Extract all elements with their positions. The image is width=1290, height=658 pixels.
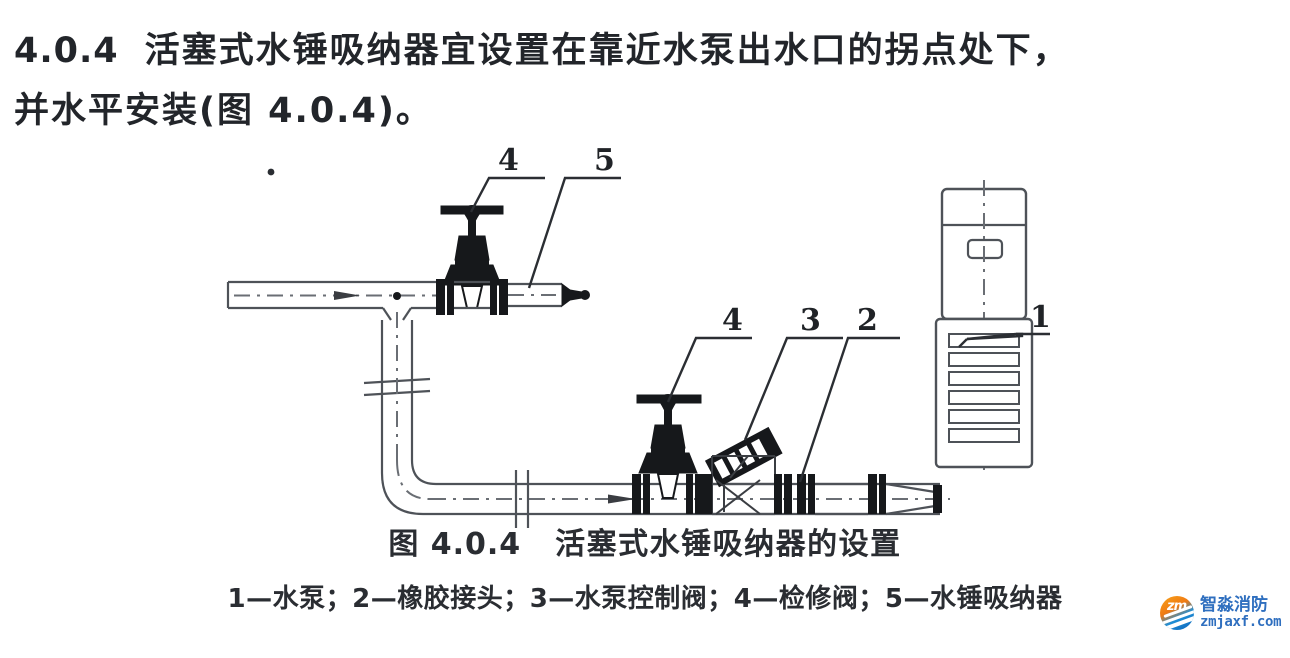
brand-logo-icon: zm <box>1160 596 1194 630</box>
clause-number: 4.0.4 <box>14 31 119 71</box>
pump-unit <box>934 180 1034 470</box>
rubber-joint <box>797 474 886 516</box>
flow-arrow-upper <box>334 291 360 300</box>
clause-line-1: 4.0.4 活塞式水锤吸纳器宜设置在靠近水泵出水口的拐点处下， <box>14 22 1070 73</box>
scan-speck <box>267 168 275 176</box>
upper-pipe-run <box>226 280 440 310</box>
callout-label-4-upper: 4 <box>498 143 519 178</box>
figure-caption: 图 4.0.4 活塞式水锤吸纳器的设置 <box>0 519 1290 563</box>
vertical-drop-pipe <box>363 292 437 516</box>
brand-logo-text: zm <box>1167 599 1187 614</box>
watermark: zm 智淼消防 zmjaxf.com <box>1160 595 1282 630</box>
callout-label-1: 1 <box>1030 300 1051 335</box>
callout-group: 4 5 4 3 2 1 <box>469 143 1051 483</box>
lower-gate-valve <box>632 394 704 514</box>
clause-line-2: 并水平安装(图 4.0.4)。 <box>14 91 433 131</box>
clause-line-1-text: 活塞式水锤吸纳器宜设置在靠近水泵出水口的拐点处下， <box>144 31 1070 71</box>
water-hammer-arrestor <box>508 282 590 308</box>
watermark-text: 智淼消防 zmjaxf.com <box>1200 595 1282 630</box>
figure-drawing: 4 5 4 3 2 1 <box>0 140 1290 540</box>
callout-label-4-lower: 4 <box>722 303 743 338</box>
callout-label-2: 2 <box>857 303 878 338</box>
figure-caption-number: 图 4.0.4 <box>388 527 522 562</box>
flow-arrow-lower <box>608 494 636 504</box>
figure-caption-title: 活塞式水锤吸纳器的设置 <box>555 527 902 562</box>
callout-label-3: 3 <box>800 303 821 338</box>
watermark-url: zmjaxf.com <box>1200 613 1282 630</box>
pump-control-valve <box>703 426 792 516</box>
figure-legend: 1—水泵；2—橡胶接头；3—水泵控制阀；4—检修阀；5—水锤吸纳器 <box>227 584 1063 614</box>
upper-gate-valve <box>436 205 508 315</box>
pump-inlet-reducer <box>885 482 942 516</box>
callout-label-5: 5 <box>594 143 615 178</box>
watermark-brand-cn: 智淼消防 <box>1200 595 1268 616</box>
